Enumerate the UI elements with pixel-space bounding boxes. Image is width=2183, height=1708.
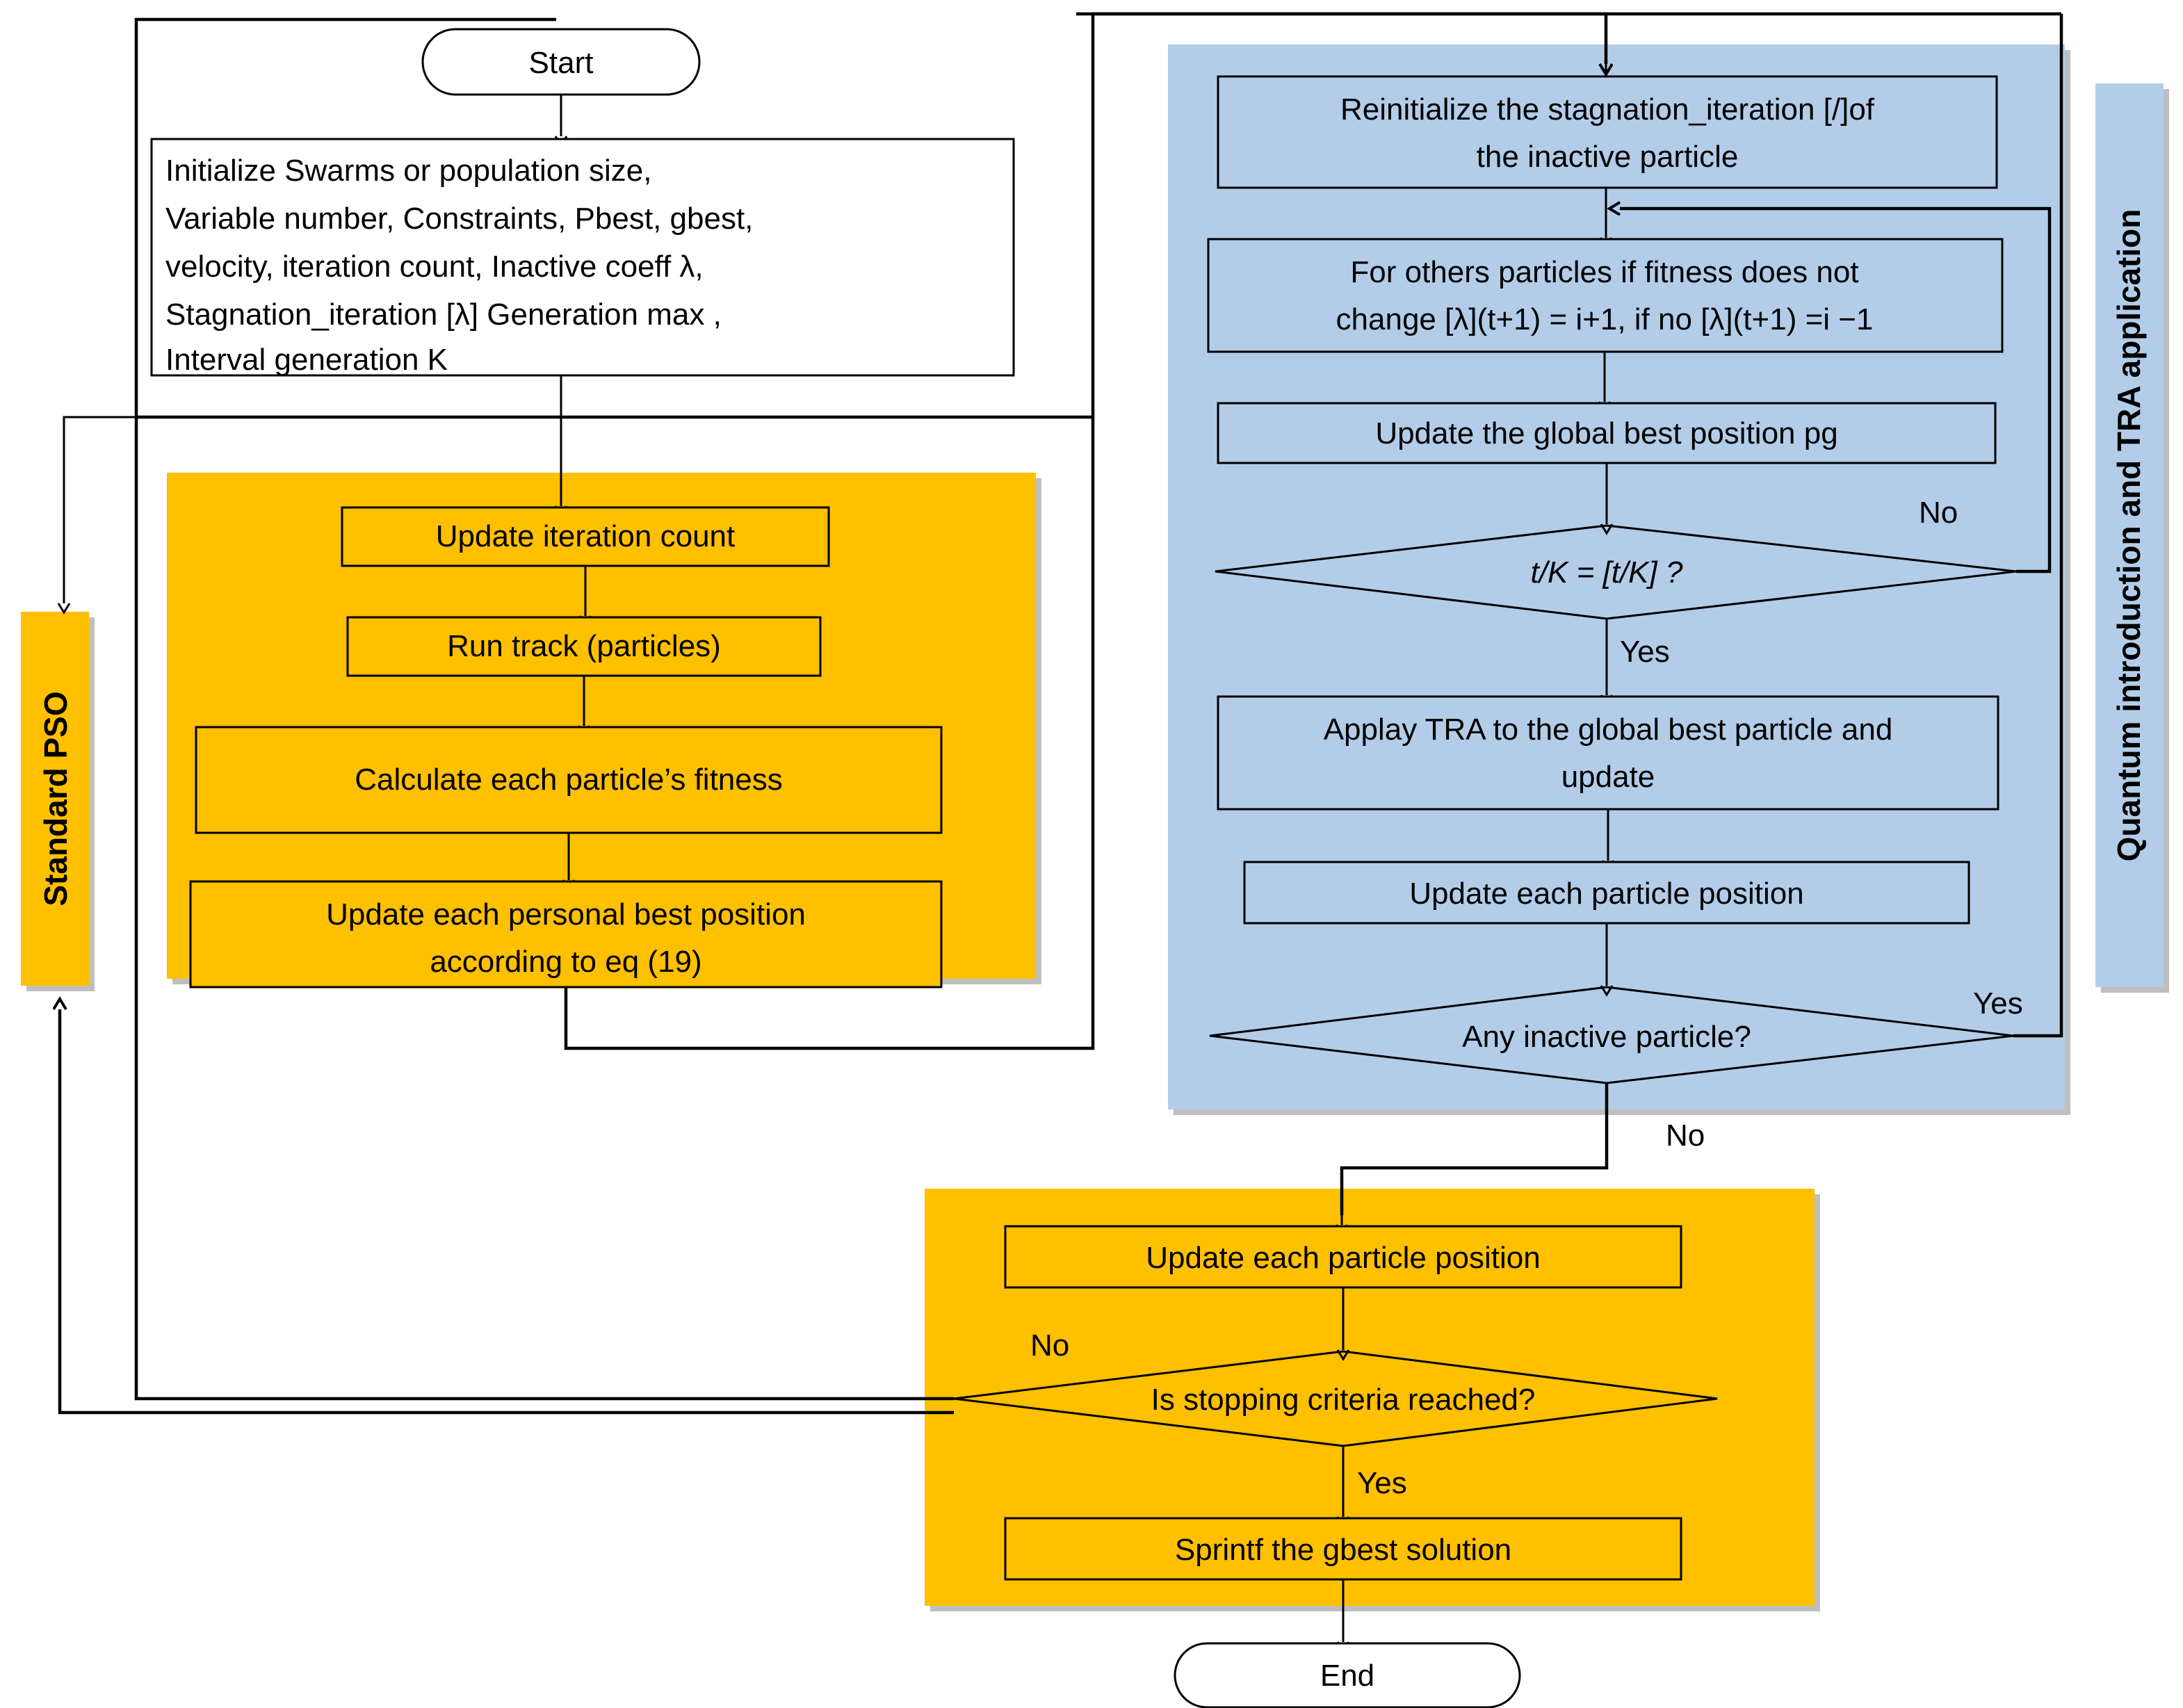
pso-step-3-box [195, 726, 943, 834]
pso-step-3-label: Calculate each particle’s fitness [355, 763, 783, 797]
edge-inactive-yes-loop [2013, 14, 2063, 1038]
final-step-3-label: Sprintf the gbest solution [1175, 1533, 1511, 1567]
quantum-step-2-line2: change [λ](t+1) = i+1, if no [λ](t+1) =i… [1336, 302, 1874, 336]
edge-label-inactive-yes: Yes [1973, 986, 2023, 1020]
pso-step-2-box [346, 616, 822, 677]
edge-stop-no-loop [134, 417, 954, 1401]
edge-label-inactive-no: No [1666, 1119, 1705, 1153]
quantum-step-3-label: Update the global best position pg [1375, 416, 1837, 450]
quantum-step-6-label: Update each particle position [1409, 877, 1803, 911]
standard-pso-label: Standard PSO [38, 691, 74, 906]
edge-stop-no-to-standard-pso [60, 1009, 954, 1415]
quantum-step-5-line2: update [1561, 760, 1655, 794]
pso-step-1-label: Update iteration count [436, 519, 736, 553]
initialize-line-1: Initialize Swarms or population size, [165, 154, 651, 188]
pso-step-4-box [189, 880, 943, 989]
quantum-label-box [2095, 83, 2164, 987]
quantum-step-3-box [1217, 402, 1997, 464]
pso-step-4-label-line1: Update each personal best position [326, 897, 806, 932]
pso-step-4-label-line2: according to eq (19) [430, 945, 701, 979]
edge-label-stop-no: No [1030, 1328, 1069, 1363]
start-label: Start [529, 46, 594, 80]
edge-tk-no-loop [1620, 209, 2052, 574]
quantum-step-1-line1: Reinitialize the stagnation_iteration [/… [1340, 92, 1875, 127]
quantum-step-2-line1: For others particles if fitness does not [1350, 255, 1858, 289]
quantum-step-5-box [1217, 695, 1999, 811]
initialize-box [150, 138, 1015, 377]
final-step-1-label: Update each particle position [1146, 1241, 1540, 1275]
quantum-step-1-line2: the inactive particle [1477, 140, 1739, 174]
quantum-step-6-box [1243, 861, 1970, 925]
pso-step-1-box [341, 506, 830, 567]
edge-label-tk-yes: Yes [1620, 635, 1670, 669]
final-step-1-box [1004, 1225, 1682, 1289]
quantum-decision-tk-label: t/K = [t/K] ? [1531, 555, 1683, 589]
quantum-label: Quantum introduction and TRA application [2111, 209, 2147, 862]
pso-step-2-label: Run track (particles) [447, 629, 721, 663]
initialize-line-3: velocity, iteration count, Inactive coef… [165, 250, 704, 284]
edge-label-tk-no: No [1919, 496, 1958, 530]
edge-label-stop-yes: Yes [1357, 1466, 1407, 1500]
quantum-decision-inactive-label: Any inactive particle? [1462, 1020, 1751, 1054]
quantum-step-2-box [1207, 238, 2004, 353]
initialize-line-5: Interval generation K [165, 343, 448, 377]
initialize-line-4: Stagnation_iteration [λ] Generation max … [165, 298, 722, 332]
quantum-step-1-box [1217, 75, 1998, 189]
end-terminator [1174, 1642, 1521, 1708]
standard-pso-label-box [21, 612, 89, 986]
final-decision-stop-label: Is stopping criteria reached? [1151, 1383, 1536, 1417]
initialize-line-2: Variable number, Constraints, Pbest, gbe… [165, 202, 753, 236]
quantum-panel [1168, 44, 2065, 1109]
quantum-step-5-line1: Applay TRA to the global best particle a… [1324, 713, 1893, 747]
end-label: End [1320, 1659, 1374, 1693]
edge-to-standard-pso-top [64, 416, 820, 603]
